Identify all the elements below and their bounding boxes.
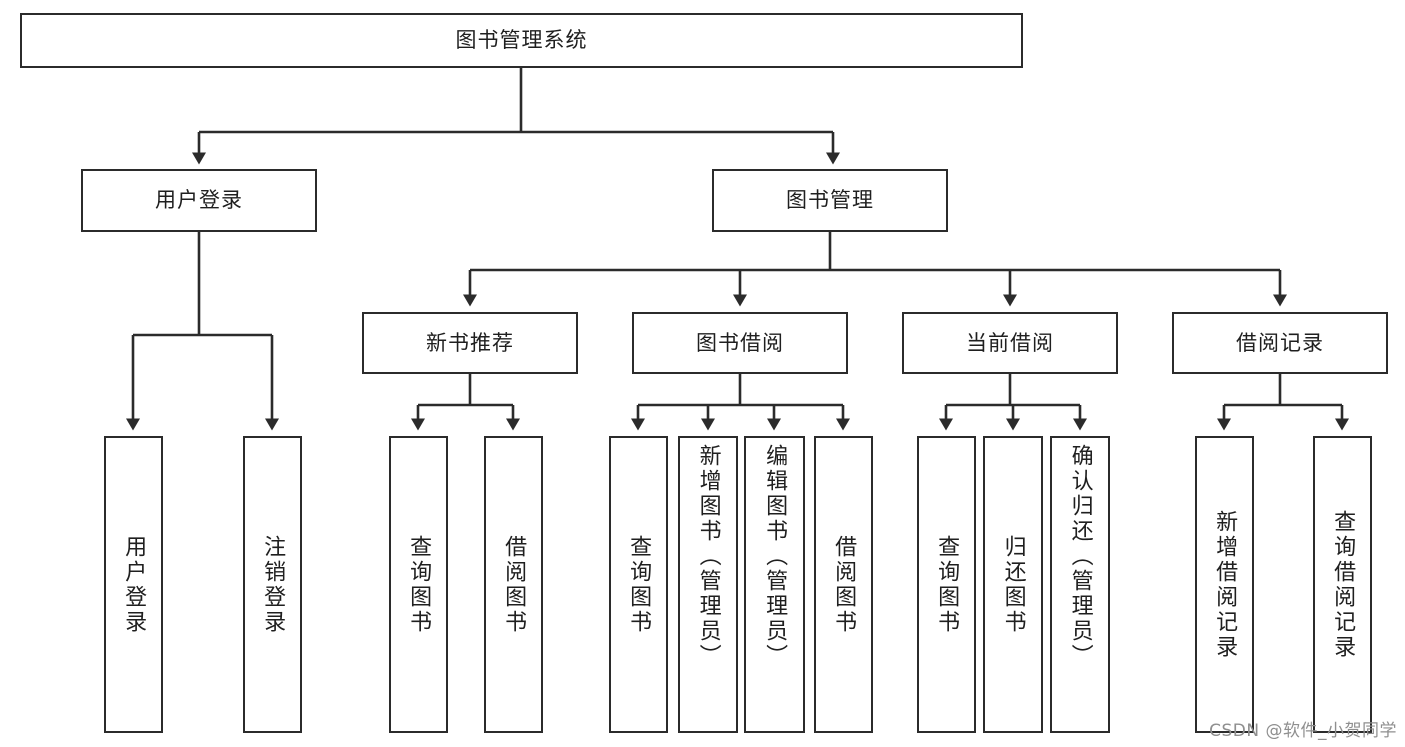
node-label: 查询图书 [406,534,432,635]
node-label: 新增图书（管理员） [695,444,721,669]
leaf-user-login-login[interactable]: 用户登录 [104,436,163,733]
leaf-new-book-borrow[interactable]: 借阅图书 [484,436,543,733]
node-new-book-recommendation[interactable]: 新书推荐 [362,312,578,374]
leaf-current-query-book[interactable]: 查询图书 [917,436,976,733]
csdn-watermark: CSDN @软件_小贺同学 [1209,721,1397,741]
node-book-management[interactable]: 图书管理 [712,169,948,232]
leaf-user-login-logout[interactable]: 注销登录 [243,436,302,733]
node-label: 图书借阅 [696,330,784,355]
node-label: 编辑图书（管理员） [762,444,788,669]
leaf-new-book-query[interactable]: 查询图书 [389,436,448,733]
node-user-login[interactable]: 用户登录 [81,169,317,232]
node-label: 确认归还（管理员） [1067,444,1093,669]
node-label: 借阅记录 [1236,330,1324,355]
node-label: 归还图书 [1000,534,1026,635]
node-book-borrow[interactable]: 图书借阅 [632,312,848,374]
node-label: 查询借阅记录 [1330,509,1356,660]
leaf-record-add-record[interactable]: 新增借阅记录 [1195,436,1254,733]
leaf-current-confirm-return-admin[interactable]: 确认归还（管理员） [1050,436,1110,733]
node-label: 查询图书 [934,534,960,635]
node-current-borrow[interactable]: 当前借阅 [902,312,1118,374]
node-root-system[interactable]: 图书管理系统 [20,13,1023,68]
node-label: 用户登录 [155,188,243,213]
node-label: 新书推荐 [426,330,514,355]
leaf-borrow-query-book[interactable]: 查询图书 [609,436,668,733]
node-label: 当前借阅 [966,330,1054,355]
node-label: 图书管理 [786,188,874,213]
node-label: 查询图书 [626,534,652,635]
leaf-borrow-add-book-admin[interactable]: 新增图书（管理员） [678,436,738,733]
node-label: 借阅图书 [831,534,857,635]
node-label: 图书管理系统 [455,28,588,53]
leaf-record-query-record[interactable]: 查询借阅记录 [1313,436,1372,733]
node-label: 注销登录 [260,534,286,635]
leaf-current-return-book[interactable]: 归还图书 [983,436,1043,733]
leaf-borrow-borrow-book[interactable]: 借阅图书 [814,436,873,733]
leaf-borrow-edit-book-admin[interactable]: 编辑图书（管理员） [744,436,805,733]
node-borrow-record[interactable]: 借阅记录 [1172,312,1388,374]
node-label: 新增借阅记录 [1212,509,1238,660]
node-label: 借阅图书 [501,534,527,635]
node-label: 用户登录 [121,534,147,635]
